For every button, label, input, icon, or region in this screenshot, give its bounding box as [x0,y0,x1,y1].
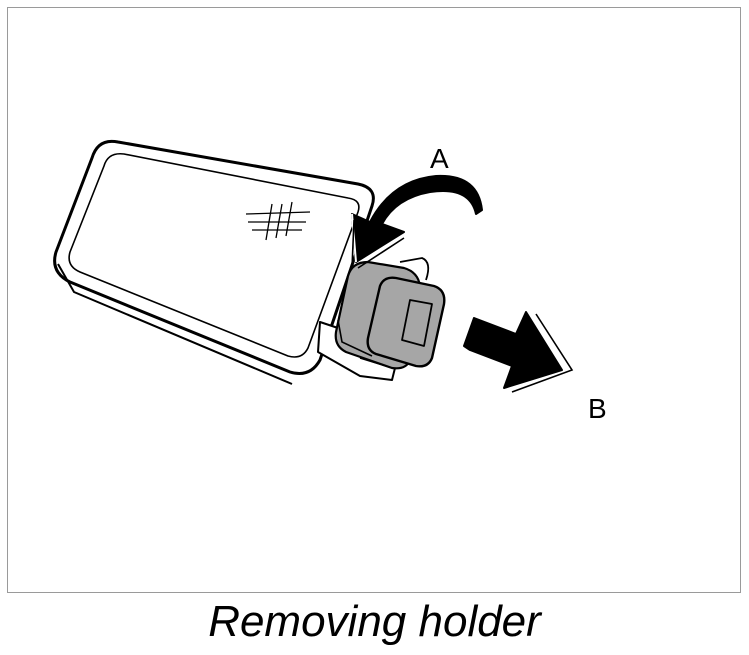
arrow-b-edge [511,313,574,393]
figure-caption: Removing holder [208,597,541,646]
arrow-a-edge [351,219,405,269]
arrow-b [463,311,574,393]
holder-lip [337,319,373,357]
holder-tab [401,299,433,347]
label-a: A [430,143,449,174]
mirror-thickness-line [57,263,293,385]
holder-clip [334,260,446,370]
label-b: B [588,393,607,424]
mirror-inner-edge [68,152,360,358]
removing-holder-illustration: A B [53,139,607,424]
sun-visor-mirror [53,139,375,385]
arrow-b-shape [463,311,563,389]
mount-side [399,257,430,281]
arrow-a-shape [351,174,483,263]
hatch-mark [245,201,311,241]
arrow-a [351,174,483,269]
